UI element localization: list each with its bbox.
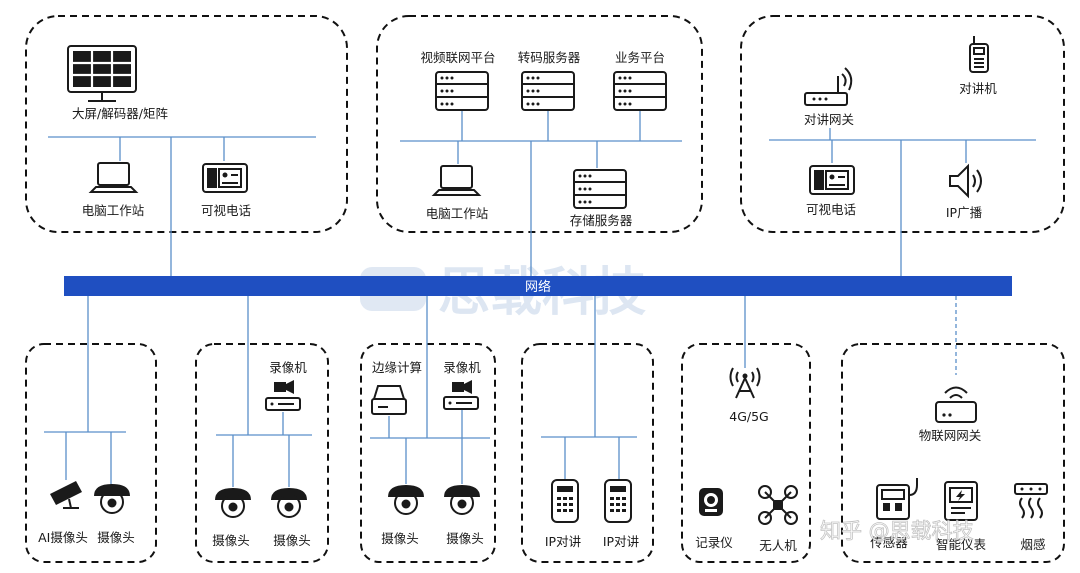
label-storage-server: 存储服务器: [570, 213, 633, 228]
server-icon-2: [521, 71, 575, 111]
smoke-detector-icon: [1014, 483, 1048, 519]
group-bottom-edge: [360, 343, 496, 563]
label-edge-computing: 边缘计算: [372, 360, 422, 375]
label-sensor: 传感器: [870, 535, 908, 550]
group-bottom-intercom: [521, 343, 654, 563]
label-walkie-talkie: 对讲机: [959, 81, 997, 96]
wires: [44, 111, 1036, 487]
watermark-credit: 知乎 @思载科技: [820, 519, 974, 543]
label-videophone-left: 可视电话: [201, 203, 251, 218]
network-label: 网络: [525, 279, 551, 295]
server-icon-3: [613, 71, 667, 111]
ip-intercom-icon: [551, 479, 579, 523]
wifi-router-icon: [804, 67, 853, 106]
label-ip-broadcast: IP广播: [946, 205, 983, 220]
body-camera-icon: [699, 488, 723, 516]
label-camera-b3a: 摄像头: [381, 531, 419, 546]
label-server-transcode: 转码服务器: [518, 50, 581, 65]
label-server-platform: 视频联网平台: [420, 50, 495, 65]
smart-meter-icon: [944, 481, 978, 521]
laptop-icon: [431, 165, 482, 196]
dome-camera-icon: [215, 488, 251, 518]
label-4g5g: 4G/5G: [729, 409, 769, 424]
label-camera-b3b: 摄像头: [446, 531, 484, 546]
label-iot-gateway: 物联网网关: [919, 428, 982, 443]
label-camera-b2b: 摄像头: [273, 533, 311, 548]
iot-gateway-icon: [935, 386, 977, 423]
recorder-icon: [443, 380, 479, 410]
group-top-right: [740, 15, 1065, 233]
dome-camera-icon: [271, 488, 307, 518]
label-intercom-gateway: 对讲网关: [804, 112, 854, 127]
label-recorder-b2: 录像机: [269, 360, 307, 375]
label-body-recorder: 记录仪: [695, 535, 733, 550]
laptop-icon: [88, 162, 139, 193]
server-icon-1: [435, 71, 489, 111]
group-top-center: [376, 15, 703, 233]
storage-server-icon: [573, 169, 627, 209]
network-bar: 网络: [64, 276, 1012, 296]
group-bottom-recorder: [195, 343, 329, 563]
label-ip-intercom-b: IP对讲: [603, 534, 639, 549]
group-bottom-mobile: [681, 343, 811, 563]
group-bottom-ai-camera: [25, 343, 157, 563]
ai-bullet-camera-icon: [50, 481, 82, 509]
label-workstation-center: 电脑工作站: [426, 206, 489, 221]
display-wall-icon: [67, 45, 137, 102]
label-camera-b2a: 摄像头: [212, 533, 250, 548]
label-ip-intercom-a: IP对讲: [545, 534, 581, 549]
videophone-icon: [809, 165, 855, 195]
walkie-talkie-icon: [969, 36, 989, 73]
sensor-icon: [876, 478, 918, 520]
label-drone: 无人机: [759, 538, 797, 553]
drone-icon: [758, 485, 798, 525]
speaker-icon: [949, 163, 982, 199]
label-ai-camera: AI摄像头: [38, 530, 88, 545]
ip-intercom-icon: [604, 479, 632, 523]
edge-device-icon: [371, 385, 407, 415]
label-server-business: 业务平台: [615, 50, 665, 65]
videophone-icon: [202, 163, 248, 193]
group-top-left: [25, 15, 348, 233]
label-smoke: 烟感: [1020, 537, 1045, 552]
network-bar-fill: [64, 276, 1012, 296]
cell-tower-icon: [729, 367, 761, 399]
label-workstation-left: 电脑工作站: [82, 203, 145, 218]
dome-camera-icon: [94, 484, 130, 514]
group-bottom-iot: [841, 343, 1065, 563]
label-recorder-b3: 录像机: [443, 360, 481, 375]
dome-camera-icon: [444, 485, 480, 515]
label-camera-b1: 摄像头: [97, 530, 135, 545]
label-smart-meter: 智能仪表: [936, 537, 987, 552]
dome-camera-icon: [388, 485, 424, 515]
recorder-icon: [265, 380, 301, 411]
label-display: 大屏/解码器/矩阵: [72, 106, 168, 121]
label-videophone-right: 可视电话: [806, 202, 856, 217]
